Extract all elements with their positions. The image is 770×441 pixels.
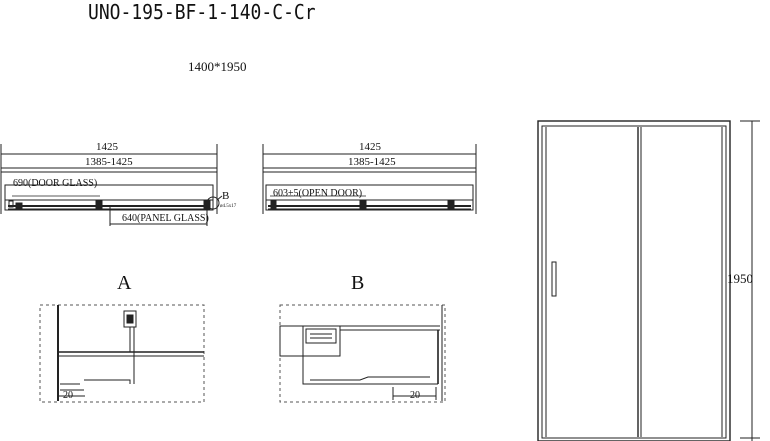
height-dim: 1950 (727, 271, 753, 286)
detail-a-dim: 20 (63, 390, 73, 401)
panel-glass-dim: 640(PANEL GLASS) (122, 213, 209, 224)
plan-view-left (0, 144, 223, 226)
right-range-dim: 1385-1425 (348, 156, 396, 168)
drawing-title: UNO-195-BF-1-140-C-Cr (88, 0, 316, 24)
plan-view-right (262, 144, 477, 214)
detail-a-label: A (117, 272, 132, 294)
callout-note: ø4.5x17 (220, 204, 237, 209)
detail-b (279, 304, 446, 403)
open-door-dim: 603±5(OPEN DOOR) (273, 188, 362, 199)
size-label: 1400*1950 (188, 59, 247, 74)
detail-a (39, 304, 205, 403)
right-overall-dim: 1425 (359, 141, 382, 153)
door-glass-dim: 690(DOOR GLASS) (13, 178, 97, 189)
callout-b: B (222, 190, 229, 202)
left-overall-dim: 1425 (96, 141, 119, 153)
detail-b-label: B (351, 272, 365, 294)
detail-b-dim: 20 (410, 390, 420, 401)
front-elevation (537, 120, 760, 441)
left-range-dim: 1385-1425 (85, 156, 133, 168)
